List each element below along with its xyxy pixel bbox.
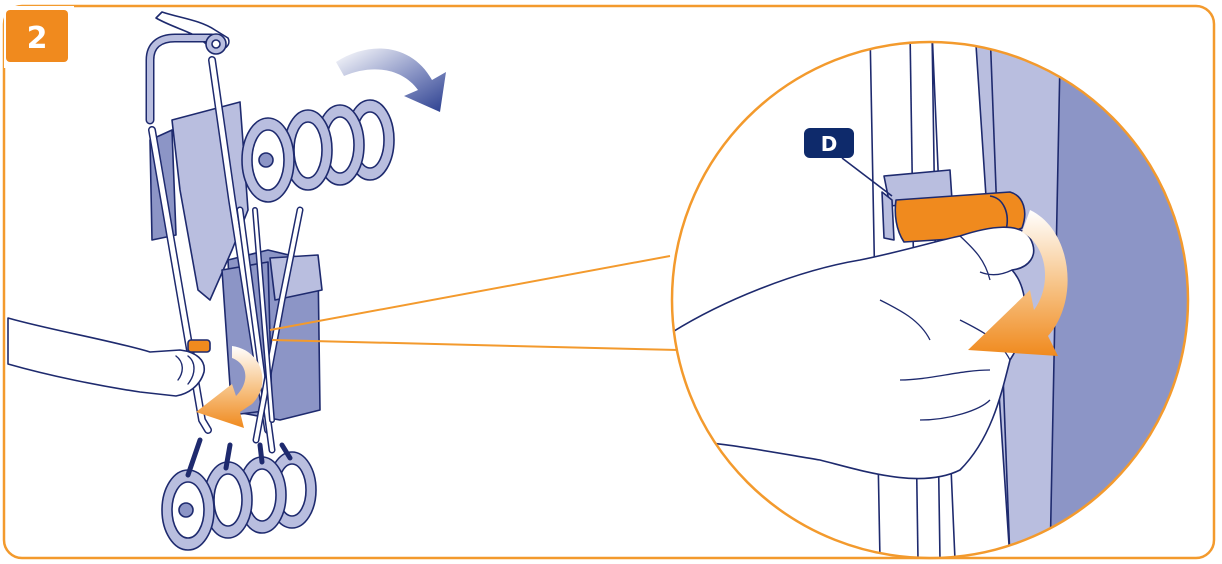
zoom-rotate-arrow-icon: [968, 210, 1068, 356]
step-badge: 2: [4, 6, 74, 68]
lower-wheels: [161, 437, 317, 551]
zoom-callout-lines: [269, 255, 679, 351]
fold-arrow-icon: [336, 48, 446, 112]
part-label-d: D: [804, 128, 893, 197]
folded-stroller: [7, 11, 395, 551]
part-letter: D: [821, 132, 838, 156]
step-number: 2: [27, 21, 48, 56]
zoom-circle-outline: [670, 40, 1190, 560]
rotate-arrow-icon: [196, 346, 263, 428]
upper-wheels: [241, 99, 395, 203]
